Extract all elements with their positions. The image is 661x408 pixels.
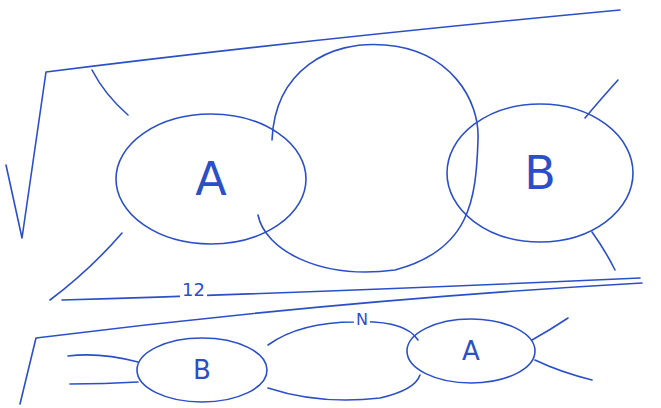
ellipse-node: B <box>446 103 634 243</box>
ellipse-node: A <box>115 113 307 245</box>
sketch-label: 12 <box>180 281 207 299</box>
ellipse-node: A <box>406 318 536 384</box>
sketch-label: N <box>354 312 370 328</box>
node-letter: A <box>195 156 226 202</box>
node-letter: B <box>193 357 211 383</box>
node-letter: A <box>462 338 480 364</box>
ellipse-node: B <box>136 337 268 403</box>
node-letter: B <box>524 150 556 196</box>
